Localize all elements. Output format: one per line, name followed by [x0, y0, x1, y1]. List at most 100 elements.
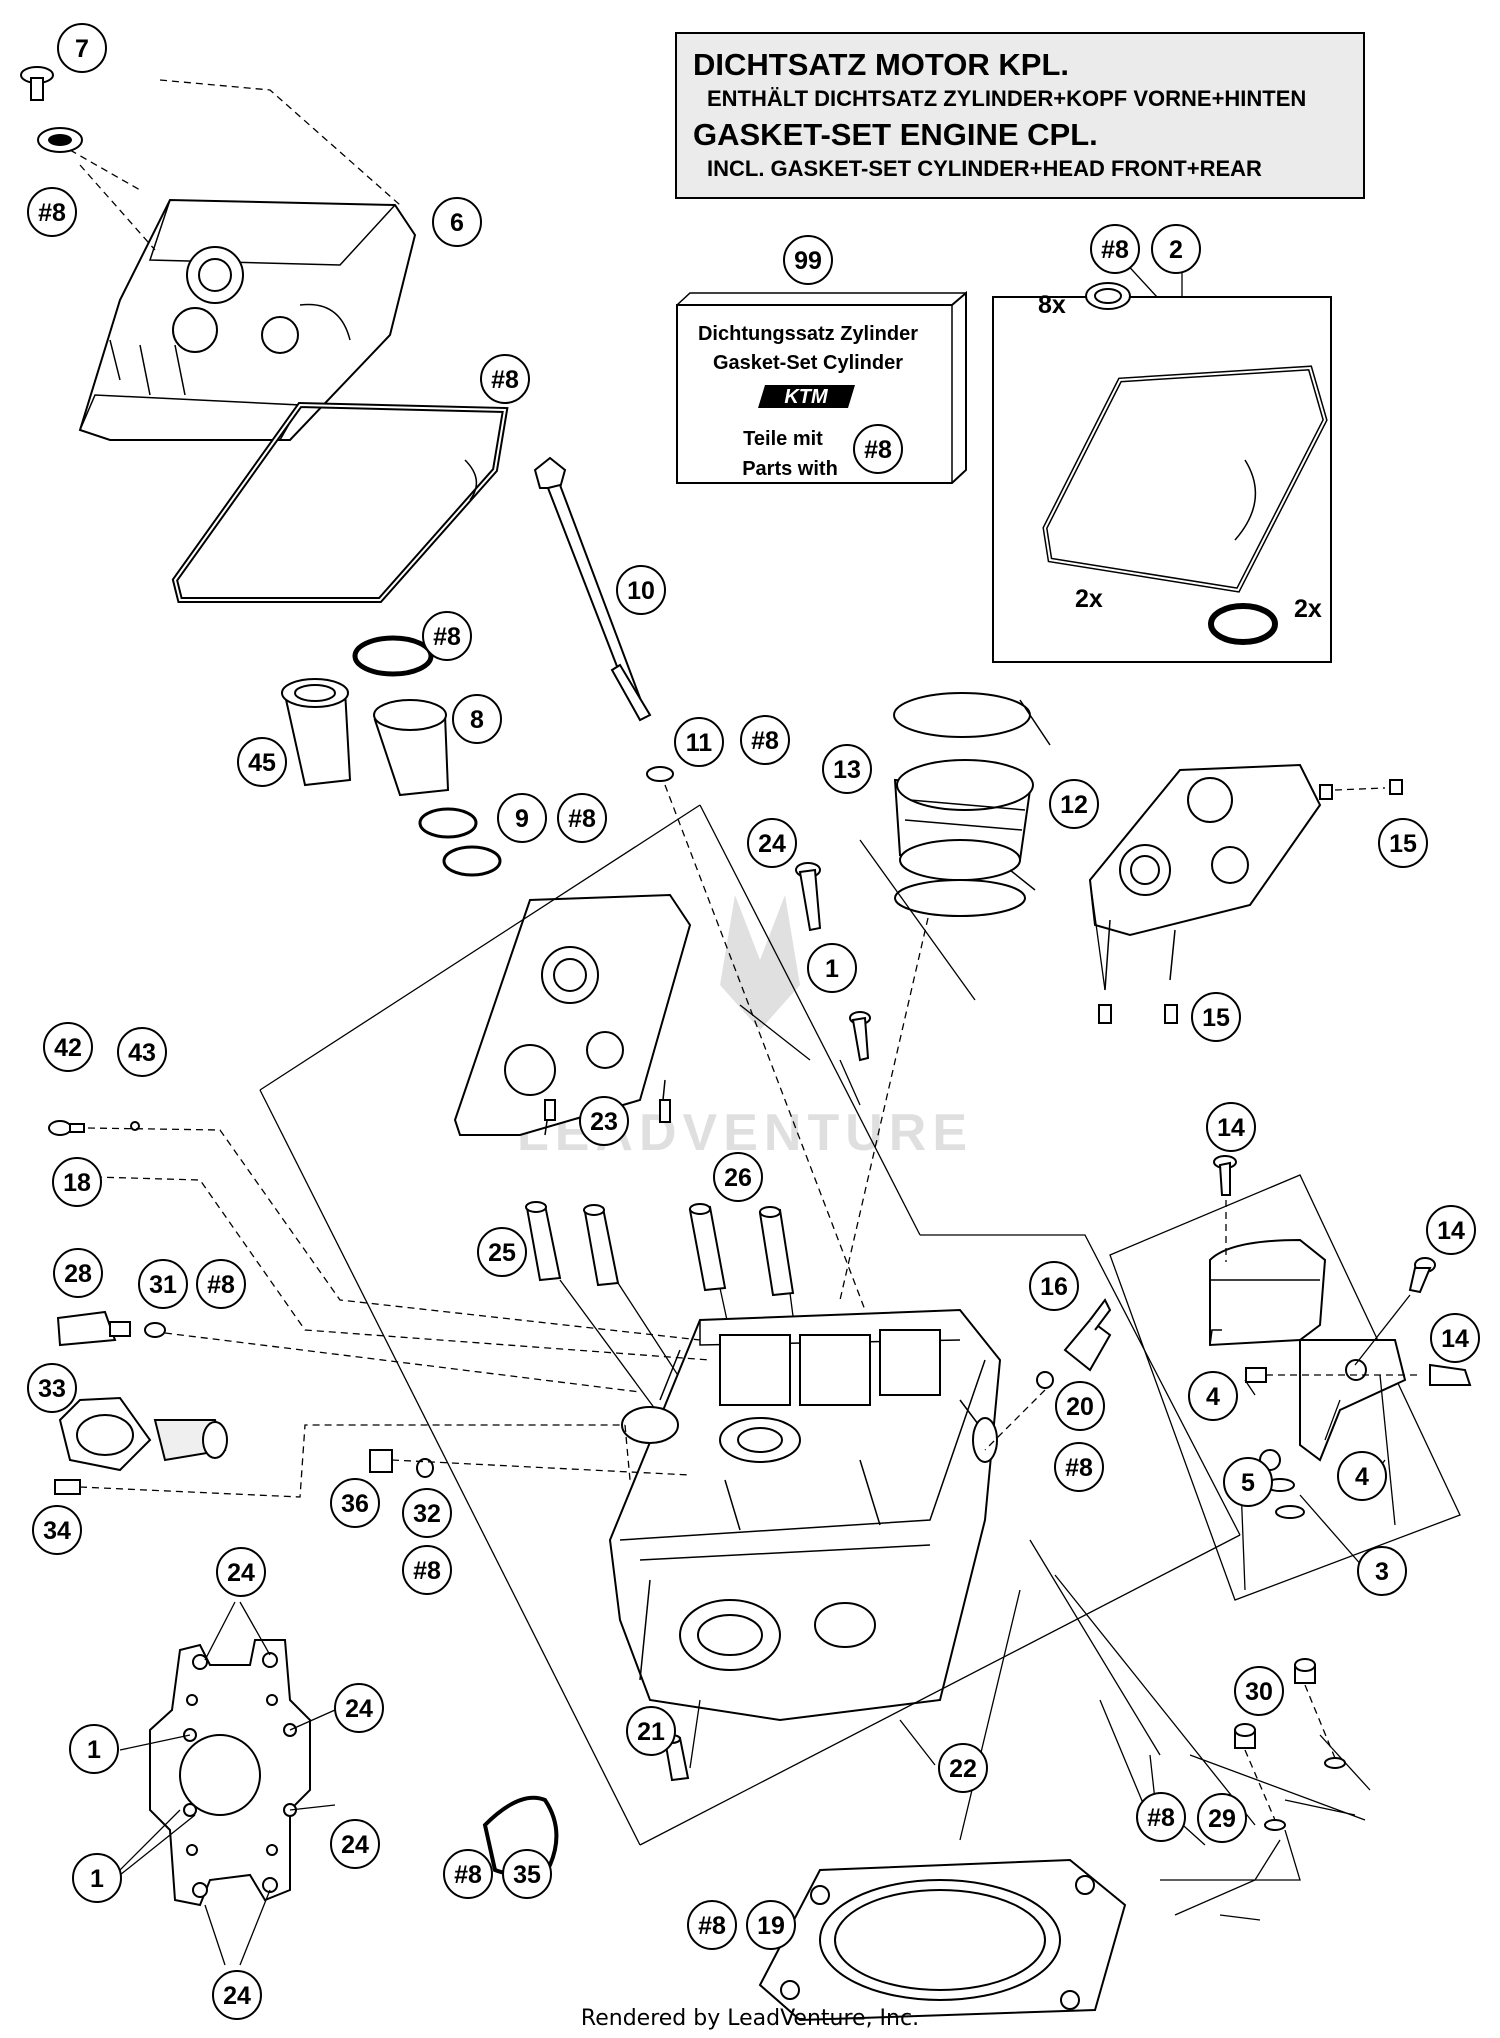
- callout-1: 1: [69, 1724, 119, 1774]
- qty-8x: 8x: [1038, 291, 1066, 319]
- bracket-3: [1209, 1238, 1472, 1471]
- callout-14: 14: [1430, 1313, 1480, 1363]
- svg-text:#8: #8: [1065, 1454, 1093, 1482]
- bolt-10: [533, 456, 866, 1311]
- svg-text:#8: #8: [864, 436, 892, 464]
- svg-text:1: 1: [90, 1865, 104, 1893]
- svg-text:6: 6: [450, 209, 464, 237]
- callout-ref-8: #8: [853, 424, 903, 474]
- svg-text:32: 32: [413, 1500, 441, 1528]
- callout-22: 22: [938, 1743, 988, 1793]
- svg-text:12: 12: [1060, 791, 1088, 819]
- callout-4: 4: [1337, 1451, 1387, 1501]
- svg-text:#8: #8: [1147, 1804, 1175, 1832]
- callout-28: 28: [53, 1248, 103, 1298]
- gasket-kit-box: Dichtungssatz Zylinder Gasket-Set Cylind…: [676, 290, 967, 484]
- svg-text:45: 45: [248, 749, 276, 777]
- spark-plug-tube-45: [281, 678, 352, 787]
- svg-text:1: 1: [825, 955, 839, 983]
- callout-30: 30: [1234, 1666, 1284, 1716]
- svg-text:4: 4: [1206, 1383, 1220, 1411]
- kit-box-line-3: Teile mit: [743, 428, 823, 450]
- svg-text:21: 21: [637, 1718, 665, 1746]
- svg-text:24: 24: [227, 1559, 255, 1587]
- plug-36: [369, 1449, 434, 1478]
- callout-1: 1: [72, 1853, 122, 1903]
- callout-8: 8: [452, 694, 502, 744]
- callout-24: 24: [747, 818, 797, 868]
- callout-19: 19: [746, 1900, 796, 1950]
- info-box-line-1: DICHTSATZ MOTOR KPL.: [693, 47, 1069, 82]
- seal-ring: [352, 635, 434, 677]
- callout-ref-8: #8: [1136, 1792, 1186, 1842]
- svg-text:26: 26: [724, 1164, 752, 1192]
- svg-text:10: 10: [627, 577, 655, 605]
- callout-ref-8: #8: [557, 793, 607, 843]
- bolt-42: [48, 1120, 140, 1136]
- svg-text:23: 23: [590, 1108, 618, 1136]
- svg-text:#8: #8: [568, 805, 596, 833]
- svg-text:4: 4: [1355, 1463, 1369, 1491]
- qty-2x-a: 2x: [1075, 585, 1103, 613]
- svg-text:#8: #8: [1101, 236, 1129, 264]
- nuts-29-30: [1054, 1574, 1366, 1916]
- svg-text:33: 33: [38, 1375, 66, 1403]
- callout-1: 1: [807, 943, 857, 993]
- kit-box-line-1: Dichtungssatz Zylinder: [698, 323, 918, 345]
- callout-ref-8: #8: [1090, 224, 1140, 274]
- svg-text:2: 2: [1169, 236, 1183, 264]
- callout-ref-8: #8: [687, 1900, 737, 1950]
- kit-box-line-2: Gasket-Set Cylinder: [713, 352, 903, 374]
- intake-manifold: [893, 692, 1051, 917]
- svg-text:8: 8: [470, 706, 484, 734]
- info-box-line-3: GASKET-SET ENGINE CPL.: [693, 117, 1098, 152]
- callout-33: 33: [27, 1363, 77, 1413]
- svg-text:31: 31: [149, 1271, 177, 1299]
- bolt-24: [795, 862, 822, 932]
- info-box-line-2: ENTHÄLT DICHTSATZ ZYLINDER+KOPF VORNE+HI…: [707, 86, 1306, 111]
- callout-24: 24: [334, 1683, 384, 1733]
- valve-guides: [525, 1201, 801, 1471]
- callout-20: 20: [1055, 1381, 1105, 1431]
- svg-text:22: 22: [949, 1755, 977, 1783]
- svg-text:14: 14: [1437, 1217, 1465, 1245]
- svg-text:24: 24: [758, 830, 786, 858]
- callout-42: 42: [43, 1022, 93, 1072]
- svg-text:3: 3: [1375, 1558, 1389, 1586]
- callout-35: 35: [502, 1849, 552, 1899]
- callout-43: 43: [117, 1027, 167, 1077]
- callout-ref-8: #8: [480, 354, 530, 404]
- svg-text:24: 24: [223, 1982, 251, 2010]
- callout-26: 26: [713, 1152, 763, 1202]
- callout-18: 18: [52, 1157, 102, 1207]
- svg-text:14: 14: [1441, 1325, 1469, 1353]
- callout-3: 3: [1357, 1546, 1407, 1596]
- callout-15: 15: [1378, 818, 1428, 868]
- svg-text:43: 43: [128, 1039, 156, 1067]
- leader-line: [159, 79, 401, 206]
- svg-text:18: 18: [63, 1169, 91, 1197]
- callout-45: 45: [237, 737, 287, 787]
- kit-box-line-4: Parts with: [742, 458, 838, 480]
- thermostat-housing-33: [58, 1396, 228, 1472]
- callout-14: 14: [1426, 1205, 1476, 1255]
- svg-text:28: 28: [64, 1260, 92, 1288]
- svg-text:#8: #8: [751, 727, 779, 755]
- bolt-14: [1213, 1155, 1436, 1366]
- callout-99: 99: [783, 235, 833, 285]
- sensor-16: [984, 1298, 1112, 1451]
- callout-10: 10: [616, 565, 666, 615]
- callout-ref-8: #8: [402, 1545, 452, 1595]
- svg-text:11: 11: [686, 729, 713, 757]
- bolt-1: [849, 1011, 871, 1062]
- svg-text:34: 34: [43, 1517, 71, 1545]
- bolt-34: [54, 1479, 81, 1495]
- callout-16: 16: [1029, 1261, 1079, 1311]
- callout-24: 24: [216, 1547, 266, 1597]
- info-box-line-4: INCL. GASKET-SET CYLINDER+HEAD FRONT+REA…: [707, 156, 1262, 181]
- svg-text:1: 1: [87, 1736, 101, 1764]
- callout-24: 24: [330, 1819, 380, 1869]
- svg-text:#8: #8: [698, 1912, 726, 1940]
